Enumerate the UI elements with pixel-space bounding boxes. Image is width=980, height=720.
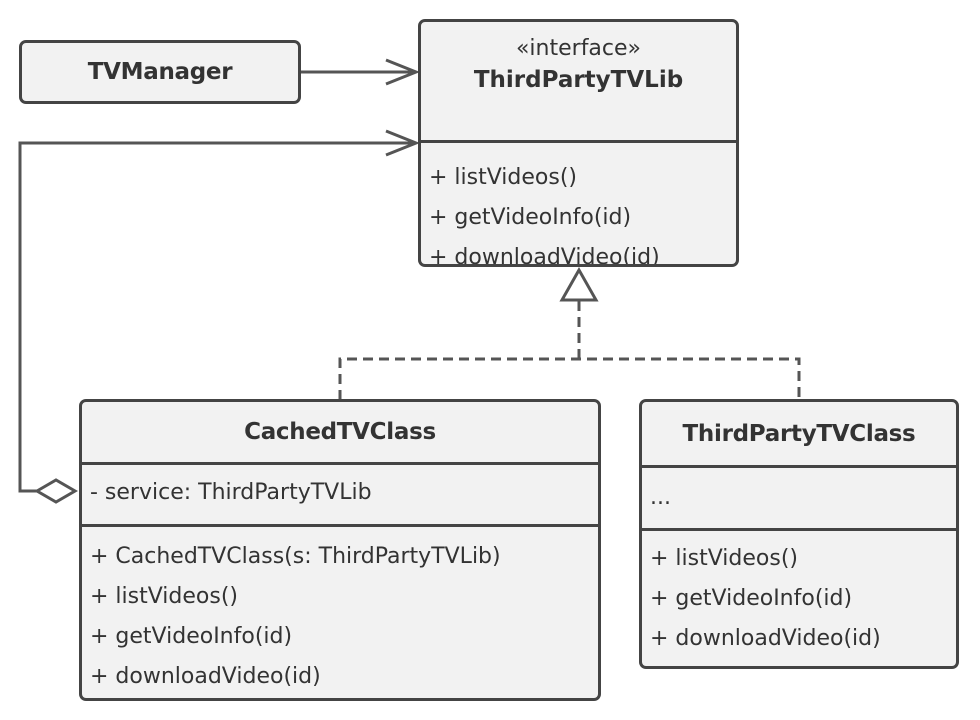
third-party-tv-class: ThirdPartyTVClass ... + listVideos() + g… bbox=[639, 399, 959, 669]
class-name: TVManager bbox=[87, 59, 233, 85]
open-arrowhead bbox=[385, 129, 421, 157]
realization-triangle bbox=[559, 266, 599, 302]
tvmanager-class: TVManager bbox=[19, 40, 301, 104]
method-list: + listVideos() + getVideoInfo(id) + down… bbox=[642, 528, 956, 666]
tvmanager-association-edge bbox=[301, 58, 421, 86]
class-name: CachedTVClass bbox=[244, 419, 436, 445]
open-arrowhead bbox=[385, 58, 421, 86]
field: ... bbox=[650, 485, 671, 510]
method: + getVideoInfo(id) bbox=[429, 205, 632, 230]
method: + downloadVideo(id) bbox=[90, 664, 321, 689]
realization-edges bbox=[338, 266, 801, 400]
field: - service: ThirdPartyTVLib bbox=[90, 480, 372, 505]
cached-aggregation-edge bbox=[18, 129, 421, 504]
third-party-tv-lib-interface: «interface» ThirdPartyTVLib + listVideos… bbox=[418, 19, 739, 267]
method: + getVideoInfo(id) bbox=[90, 624, 293, 649]
class-name: ThirdPartyTVLib bbox=[473, 67, 684, 93]
cached-tv-class: CachedTVClass - service: ThirdPartyTVLib… bbox=[79, 399, 601, 701]
aggregation-diamond bbox=[34, 478, 78, 504]
method: + listVideos() bbox=[429, 165, 578, 190]
method: + listVideos() bbox=[90, 584, 239, 609]
field-list: - service: ThirdPartyTVLib bbox=[82, 462, 598, 524]
method: + downloadVideo(id) bbox=[650, 626, 881, 651]
method: + listVideos() bbox=[650, 546, 799, 571]
field-list: ... bbox=[642, 465, 956, 528]
method: + downloadVideo(id) bbox=[429, 245, 660, 267]
method: + getVideoInfo(id) bbox=[650, 586, 853, 611]
interface-header: «interface» ThirdPartyTVLib bbox=[421, 36, 736, 140]
method: + CachedTVClass(s: ThirdPartyTVLib) bbox=[90, 544, 501, 569]
interface-stereotype: «interface» bbox=[515, 36, 642, 61]
method-list: + CachedTVClass(s: ThirdPartyTVLib) + li… bbox=[82, 524, 598, 698]
method-list: + listVideos() + getVideoInfo(id) + down… bbox=[421, 140, 736, 267]
class-name: ThirdPartyTVClass bbox=[682, 420, 916, 447]
